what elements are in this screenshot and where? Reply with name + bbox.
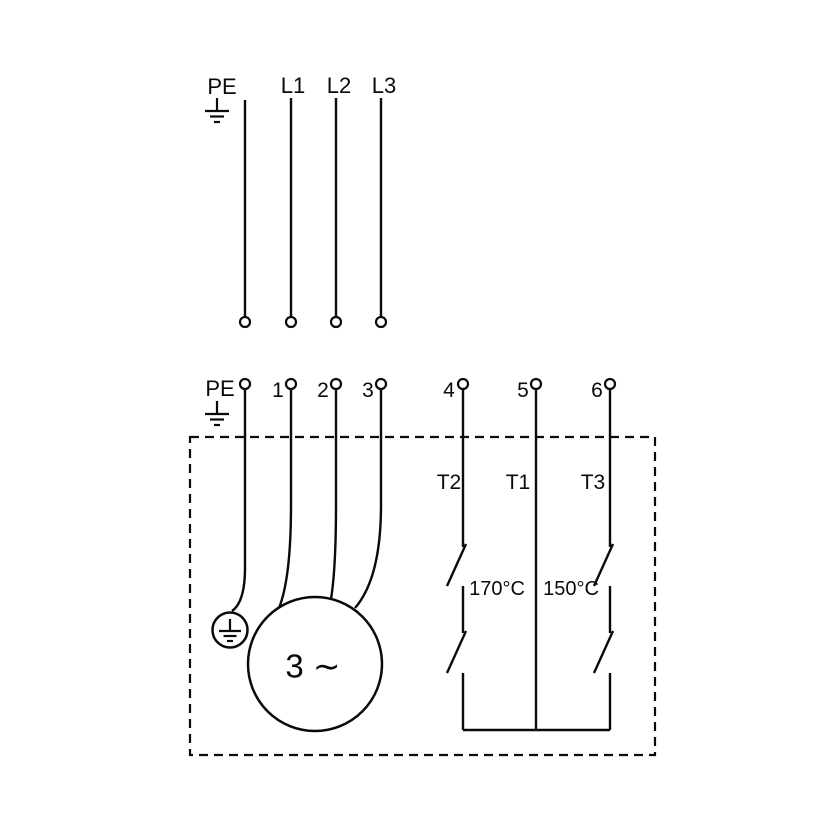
supply-l3-terminal [374, 315, 388, 329]
terminal-5-label: 5 [517, 379, 529, 402]
supply-l1-terminal [284, 315, 298, 329]
motor-circle [246, 595, 384, 733]
thermal-t2-label: T2 [437, 471, 462, 494]
terminal-pe-circle [238, 377, 252, 391]
terminal-1-label: 1 [272, 379, 284, 402]
phase-3-wire [354, 389, 383, 609]
phase-2-wire [329, 389, 338, 600]
terminal-3-circle [374, 377, 388, 391]
terminal-6-label: 6 [591, 379, 603, 402]
phase-1-wire [277, 389, 293, 609]
motor-label: 3 ∼ [285, 648, 340, 685]
thermal-t3-label: T3 [581, 471, 606, 494]
supply-section: PE L1 L2 L3 [205, 73, 396, 329]
terminal-4-circle [456, 377, 470, 391]
supply-l3-label: L3 [372, 73, 396, 98]
thermal-t1-label: T1 [506, 471, 531, 494]
pe-to-earth-wire [231, 389, 247, 612]
supply-l1-label: L1 [281, 73, 305, 98]
temp-170-label: 170°C [469, 578, 525, 600]
thermal-switch-170 [445, 389, 468, 730]
switch-blade-icon [445, 543, 468, 587]
thermal-switch-150 [592, 389, 615, 730]
terminal-pe-label: PE [205, 376, 234, 401]
terminal-4-label: 4 [443, 379, 455, 402]
terminal-earth-icon [205, 401, 229, 427]
temp-150-label: 150°C [543, 578, 599, 600]
supply-earth-icon [205, 98, 229, 124]
terminal-1-circle [284, 377, 298, 391]
supply-l2-terminal [329, 315, 343, 329]
terminal-2-circle [329, 377, 343, 391]
supply-pe-terminal [238, 315, 252, 329]
terminal-row: PE 1 2 3 4 5 6 [205, 376, 617, 427]
switch-blade-icon [592, 630, 615, 674]
terminal-5-circle [529, 377, 543, 391]
earth-node-icon [211, 611, 249, 649]
switch-blade-icon [445, 630, 468, 674]
thermal-switch-branch: T2 T1 T3 1 [437, 389, 615, 732]
terminal-6-circle [603, 377, 617, 391]
terminal-2-label: 2 [317, 379, 329, 402]
pump-enclosure-dashed-box [188, 435, 657, 757]
switch-blade-icon [592, 543, 615, 587]
supply-pe-label: PE [207, 74, 236, 99]
supply-l2-label: L2 [327, 73, 351, 98]
motor-branch: 3 ∼ [211, 389, 384, 733]
terminal-3-label: 3 [362, 379, 374, 402]
